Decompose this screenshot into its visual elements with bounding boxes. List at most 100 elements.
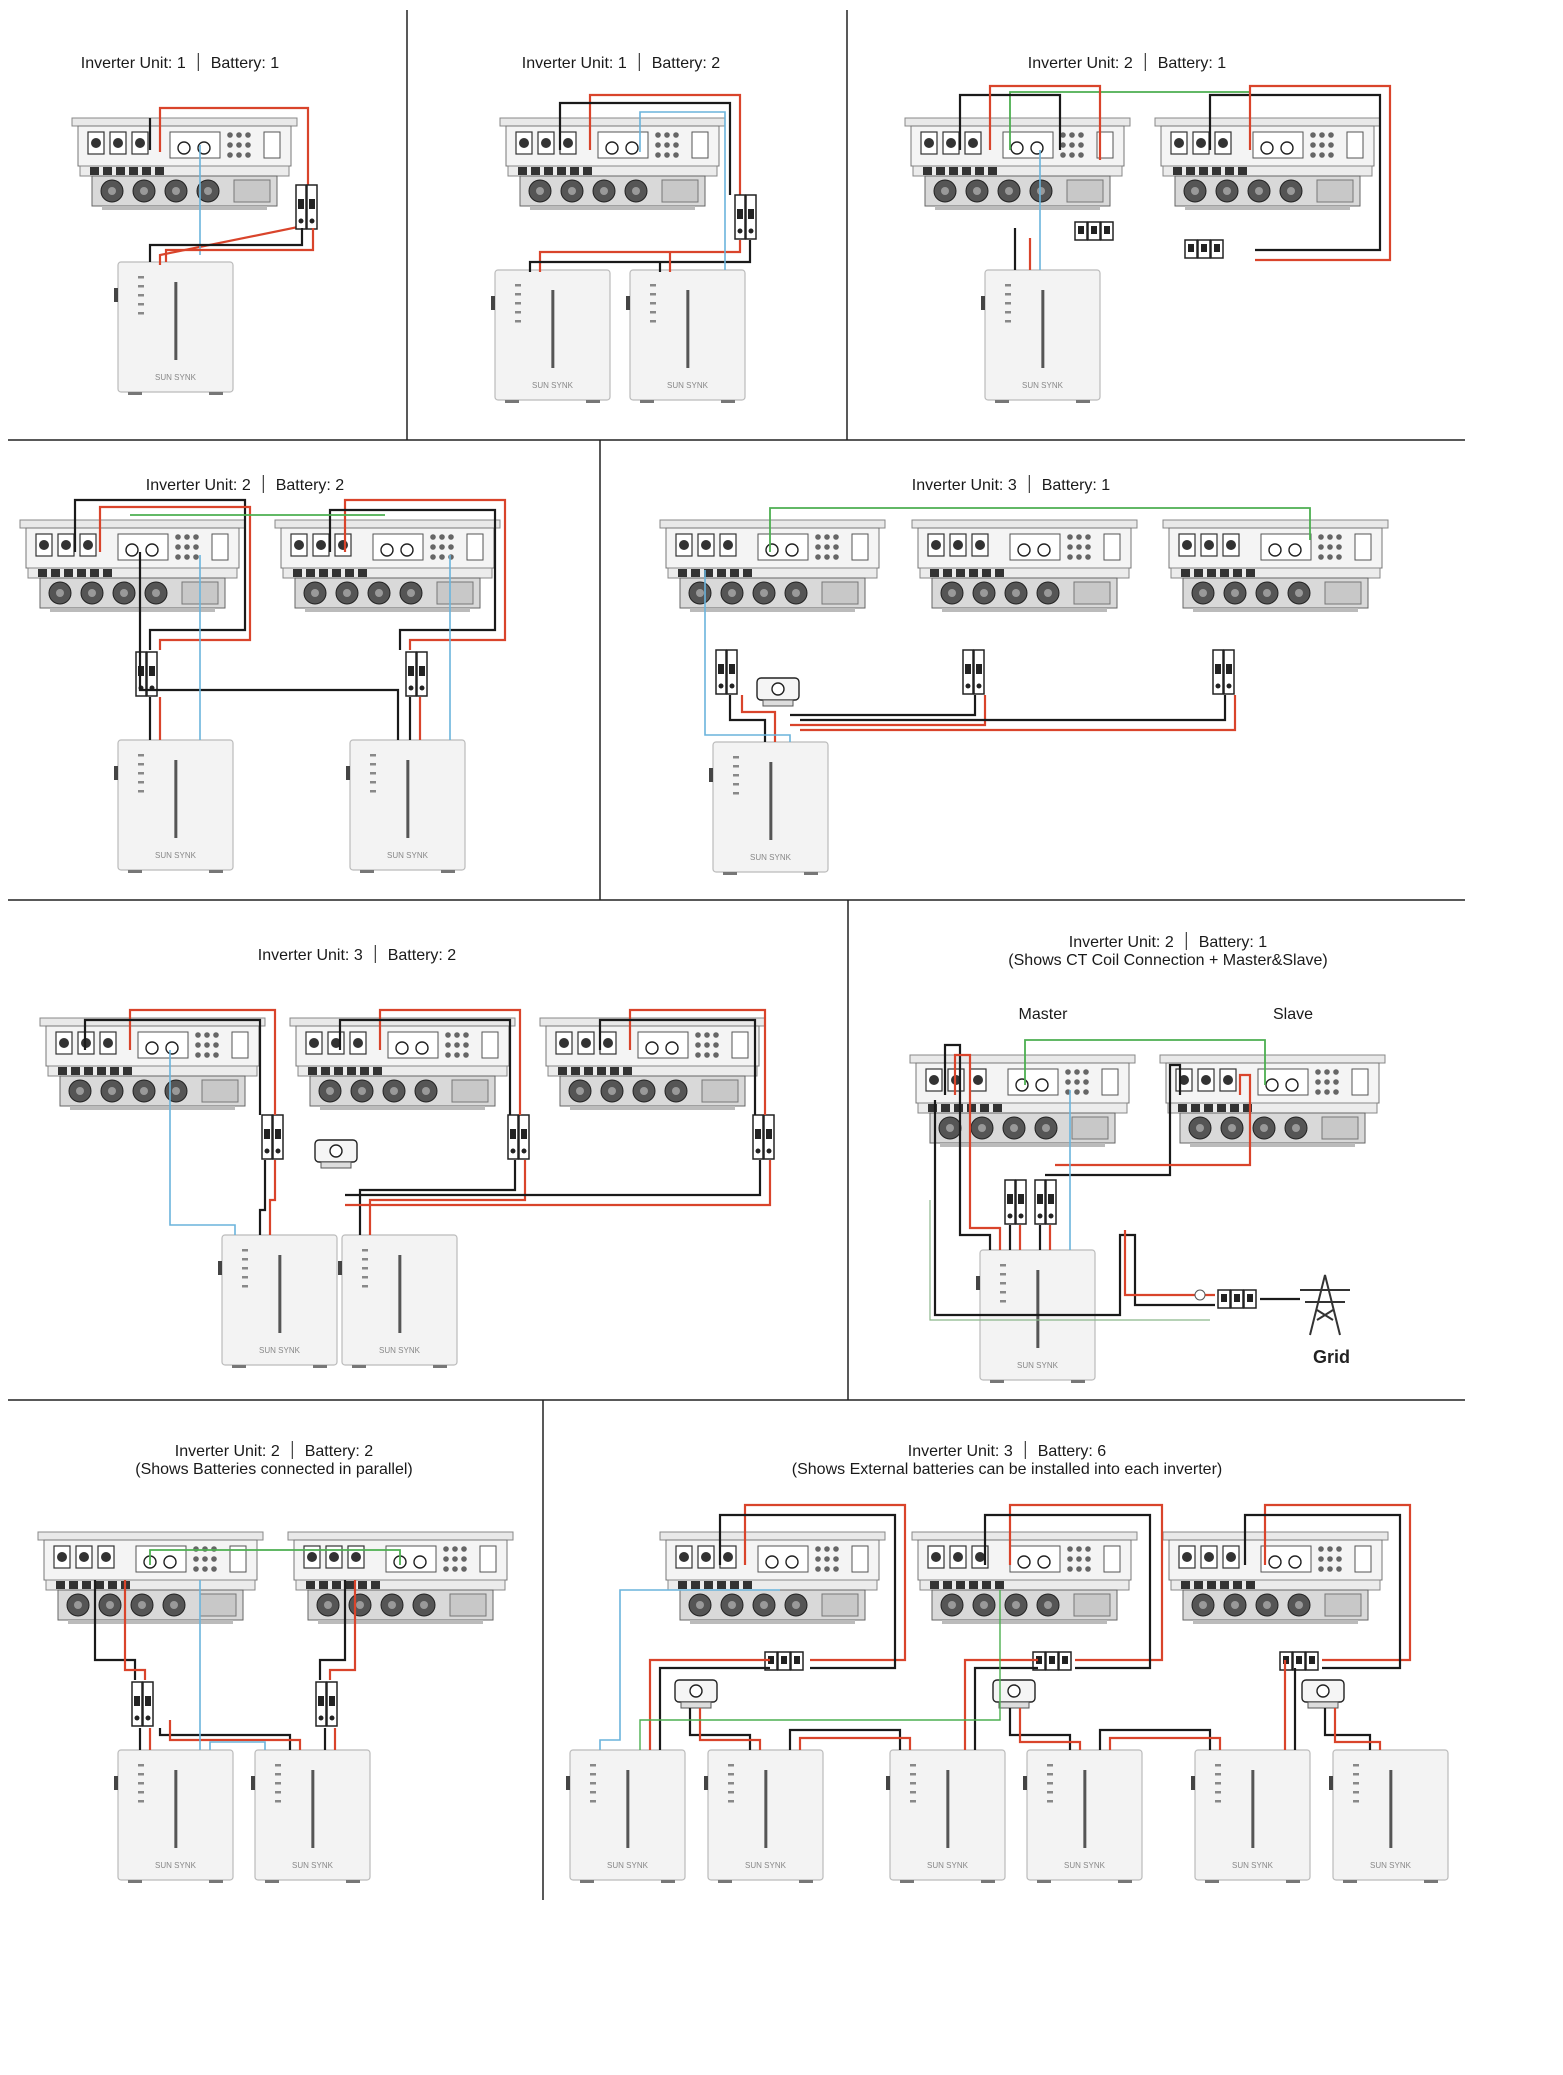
panel-5-inverter-label: Inverter Unit: 3 (911, 477, 1017, 494)
wire (338, 1018, 512, 1115)
battery-brand: SUN SYNK (292, 1861, 334, 1870)
wire (973, 1666, 1038, 1750)
inverter (19, 519, 246, 612)
battery-brand: SUN SYNK (379, 1346, 421, 1355)
wire (788, 1728, 902, 1750)
panel-9-note: (Shows External batteries can be install… (791, 1461, 1223, 1478)
wire (98, 505, 252, 650)
wire (1243, 1513, 1402, 1670)
wire (658, 1666, 770, 1750)
wire (740, 695, 777, 742)
wire (328, 1580, 357, 1680)
battery-unit: SUN SYNK (566, 1749, 686, 1883)
inverter (1162, 519, 1389, 612)
wire (929, 1200, 1210, 1321)
inverter (39, 1017, 266, 1110)
panel-9-inverter-label: Inverter Unit: 3 (907, 1443, 1013, 1460)
wire (73, 498, 247, 650)
wire (790, 695, 977, 717)
dc-breaker (295, 184, 318, 230)
battery-unit: SUN SYNK (218, 1234, 338, 1368)
wire (168, 1720, 302, 1750)
wire (728, 695, 767, 742)
battery-combiner-hub (992, 1679, 1036, 1709)
battery-unit: SUN SYNK (346, 739, 466, 873)
wire (790, 695, 987, 727)
panel-7-inverter-label: Inverter Unit: 2 (1068, 934, 1174, 951)
battery-combiner-hub (756, 677, 800, 707)
wire (138, 552, 400, 740)
wire (1323, 1708, 1372, 1750)
wire (164, 228, 315, 262)
panel-2-battery-label: Battery: 2 (651, 55, 721, 72)
battery-brand: SUN SYNK (155, 851, 197, 860)
wire (588, 93, 742, 195)
dc-breaker (405, 651, 428, 697)
battery-brand: SUN SYNK (750, 853, 792, 862)
wire (1123, 1230, 1215, 1297)
wire (598, 1018, 757, 1115)
wire (1208, 93, 1382, 252)
wire (258, 1160, 267, 1235)
wire (343, 498, 507, 650)
battery-unit: SUN SYNK (1329, 1749, 1449, 1883)
wire (639, 1590, 1001, 1750)
battery-unit: SUN SYNK (709, 741, 829, 875)
wire (83, 1018, 262, 1115)
panel-4-battery-label: Battery: 2 (275, 477, 345, 494)
panel-1-inverter-label: Inverter Unit: 1 (80, 55, 186, 72)
dc-breaker (131, 1681, 154, 1727)
wire (1108, 1736, 1222, 1750)
wire (698, 1708, 762, 1750)
battery-unit: SUN SYNK (976, 1249, 1096, 1383)
wire (769, 507, 1311, 552)
master-label: Master (1018, 1006, 1068, 1023)
grid-pylon-icon (1300, 1274, 1350, 1336)
dc-breaker (1184, 239, 1224, 259)
panel-6-battery-label: Battery: 2 (387, 947, 457, 964)
battery-brand: SUN SYNK (155, 373, 197, 382)
panel-1-battery-label: Battery: 1 (210, 55, 280, 72)
panel-8-inverter-label: Inverter Unit: 2 (174, 1443, 280, 1460)
battery-combiner-hub (1301, 1679, 1345, 1709)
panel-8-note: (Shows Batteries connected in parallel) (135, 1461, 413, 1478)
wire (358, 1160, 517, 1235)
battery-unit: SUN SYNK (114, 1749, 234, 1883)
battery-brand: SUN SYNK (532, 381, 574, 390)
battery-unit: SUN SYNK (251, 1749, 371, 1883)
wire (988, 84, 1102, 160)
battery-unit: SUN SYNK (886, 1749, 1006, 1883)
battery-unit: SUN SYNK (1191, 1749, 1311, 1883)
battery-brand: SUN SYNK (1017, 1361, 1059, 1370)
wire (1055, 1073, 1252, 1167)
battery-unit: SUN SYNK (1023, 1749, 1143, 1883)
wire (1248, 84, 1392, 262)
battery-unit: SUN SYNK (704, 1749, 824, 1883)
wire (933, 1100, 1215, 1317)
wire (1333, 1708, 1382, 1750)
wire (528, 240, 752, 272)
dc-breaker (261, 1114, 284, 1160)
inverter (911, 519, 1138, 612)
inverter (71, 117, 298, 210)
battery-brand: SUN SYNK (607, 1861, 649, 1870)
battery-unit: SUN SYNK (491, 269, 611, 403)
wire (800, 695, 1227, 722)
battery-brand: SUN SYNK (927, 1861, 969, 1870)
inverter (539, 1017, 766, 1110)
wire (718, 1513, 897, 1670)
wire (378, 1008, 522, 1115)
battery-unit: SUN SYNK (114, 261, 234, 395)
wire (704, 570, 791, 742)
inverter (911, 1531, 1138, 1624)
wire (538, 240, 742, 272)
ct-coil (1194, 1289, 1206, 1301)
dc-breaker (1217, 1289, 1257, 1309)
panel-dividers (8, 10, 1465, 1900)
